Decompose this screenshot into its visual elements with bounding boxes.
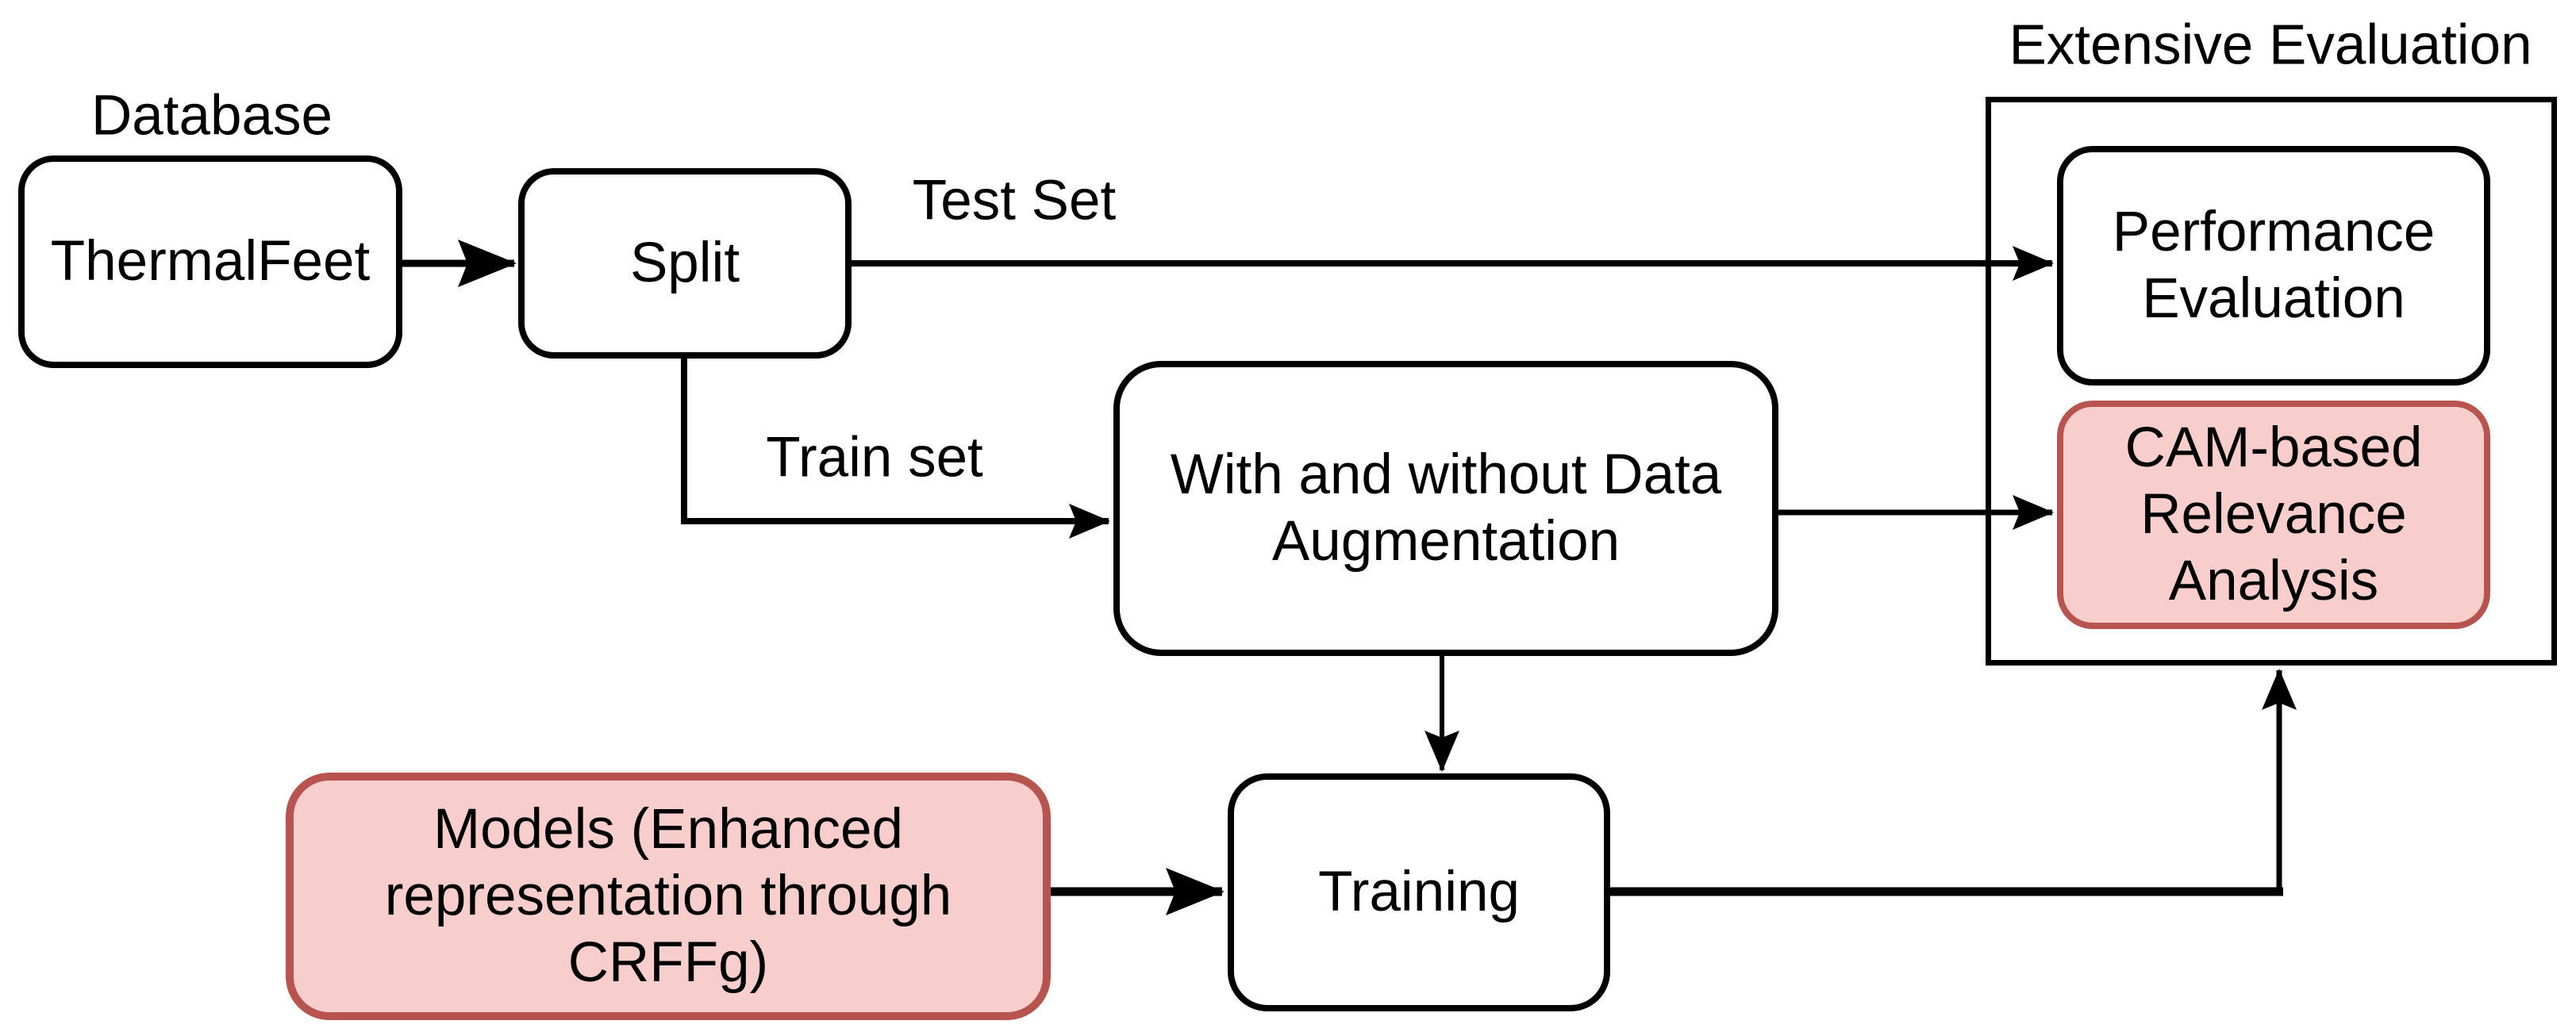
node-thermalfeet-label: ThermalFeet (50, 230, 371, 293)
node-thermalfeet: ThermalFeet (18, 155, 402, 368)
node-data-augmentation-line2: Augmentation (1271, 510, 1621, 573)
node-cam-line2: Relevance (2140, 483, 2407, 546)
node-performance-line1: Performance (2112, 201, 2436, 263)
test-set-edge-label: Test Set (912, 169, 1117, 232)
node-performance-evaluation: Performance Evaluation (2057, 146, 2490, 386)
node-training-label: Training (1318, 861, 1520, 923)
train-set-edge-label: Train set (766, 426, 983, 489)
node-models-line2: representation through (384, 865, 952, 927)
node-cam-line1: CAM-based (2124, 416, 2423, 479)
node-models-crffg: Models (Enhanced representation through … (286, 773, 1051, 1020)
node-cam-relevance-analysis: CAM-based Relevance Analysis (2057, 401, 2490, 629)
node-training: Training (1228, 773, 1610, 1011)
node-data-augmentation-line1: With and without Data (1170, 443, 1722, 506)
database-label: Database (91, 84, 333, 148)
node-split: Split (518, 168, 852, 359)
node-data-augmentation: With and without Data Augmentation (1113, 361, 1778, 656)
node-models-line1: Models (Enhanced (433, 798, 904, 861)
node-models-line3: CRFFg) (567, 931, 769, 994)
node-performance-line2: Evaluation (2142, 267, 2405, 330)
node-cam-line3: Analysis (2168, 550, 2379, 612)
extensive-evaluation-title: Extensive Evaluation (2009, 13, 2532, 77)
node-split-label: Split (629, 232, 740, 294)
extensive-evaluation-group (1986, 97, 2557, 666)
